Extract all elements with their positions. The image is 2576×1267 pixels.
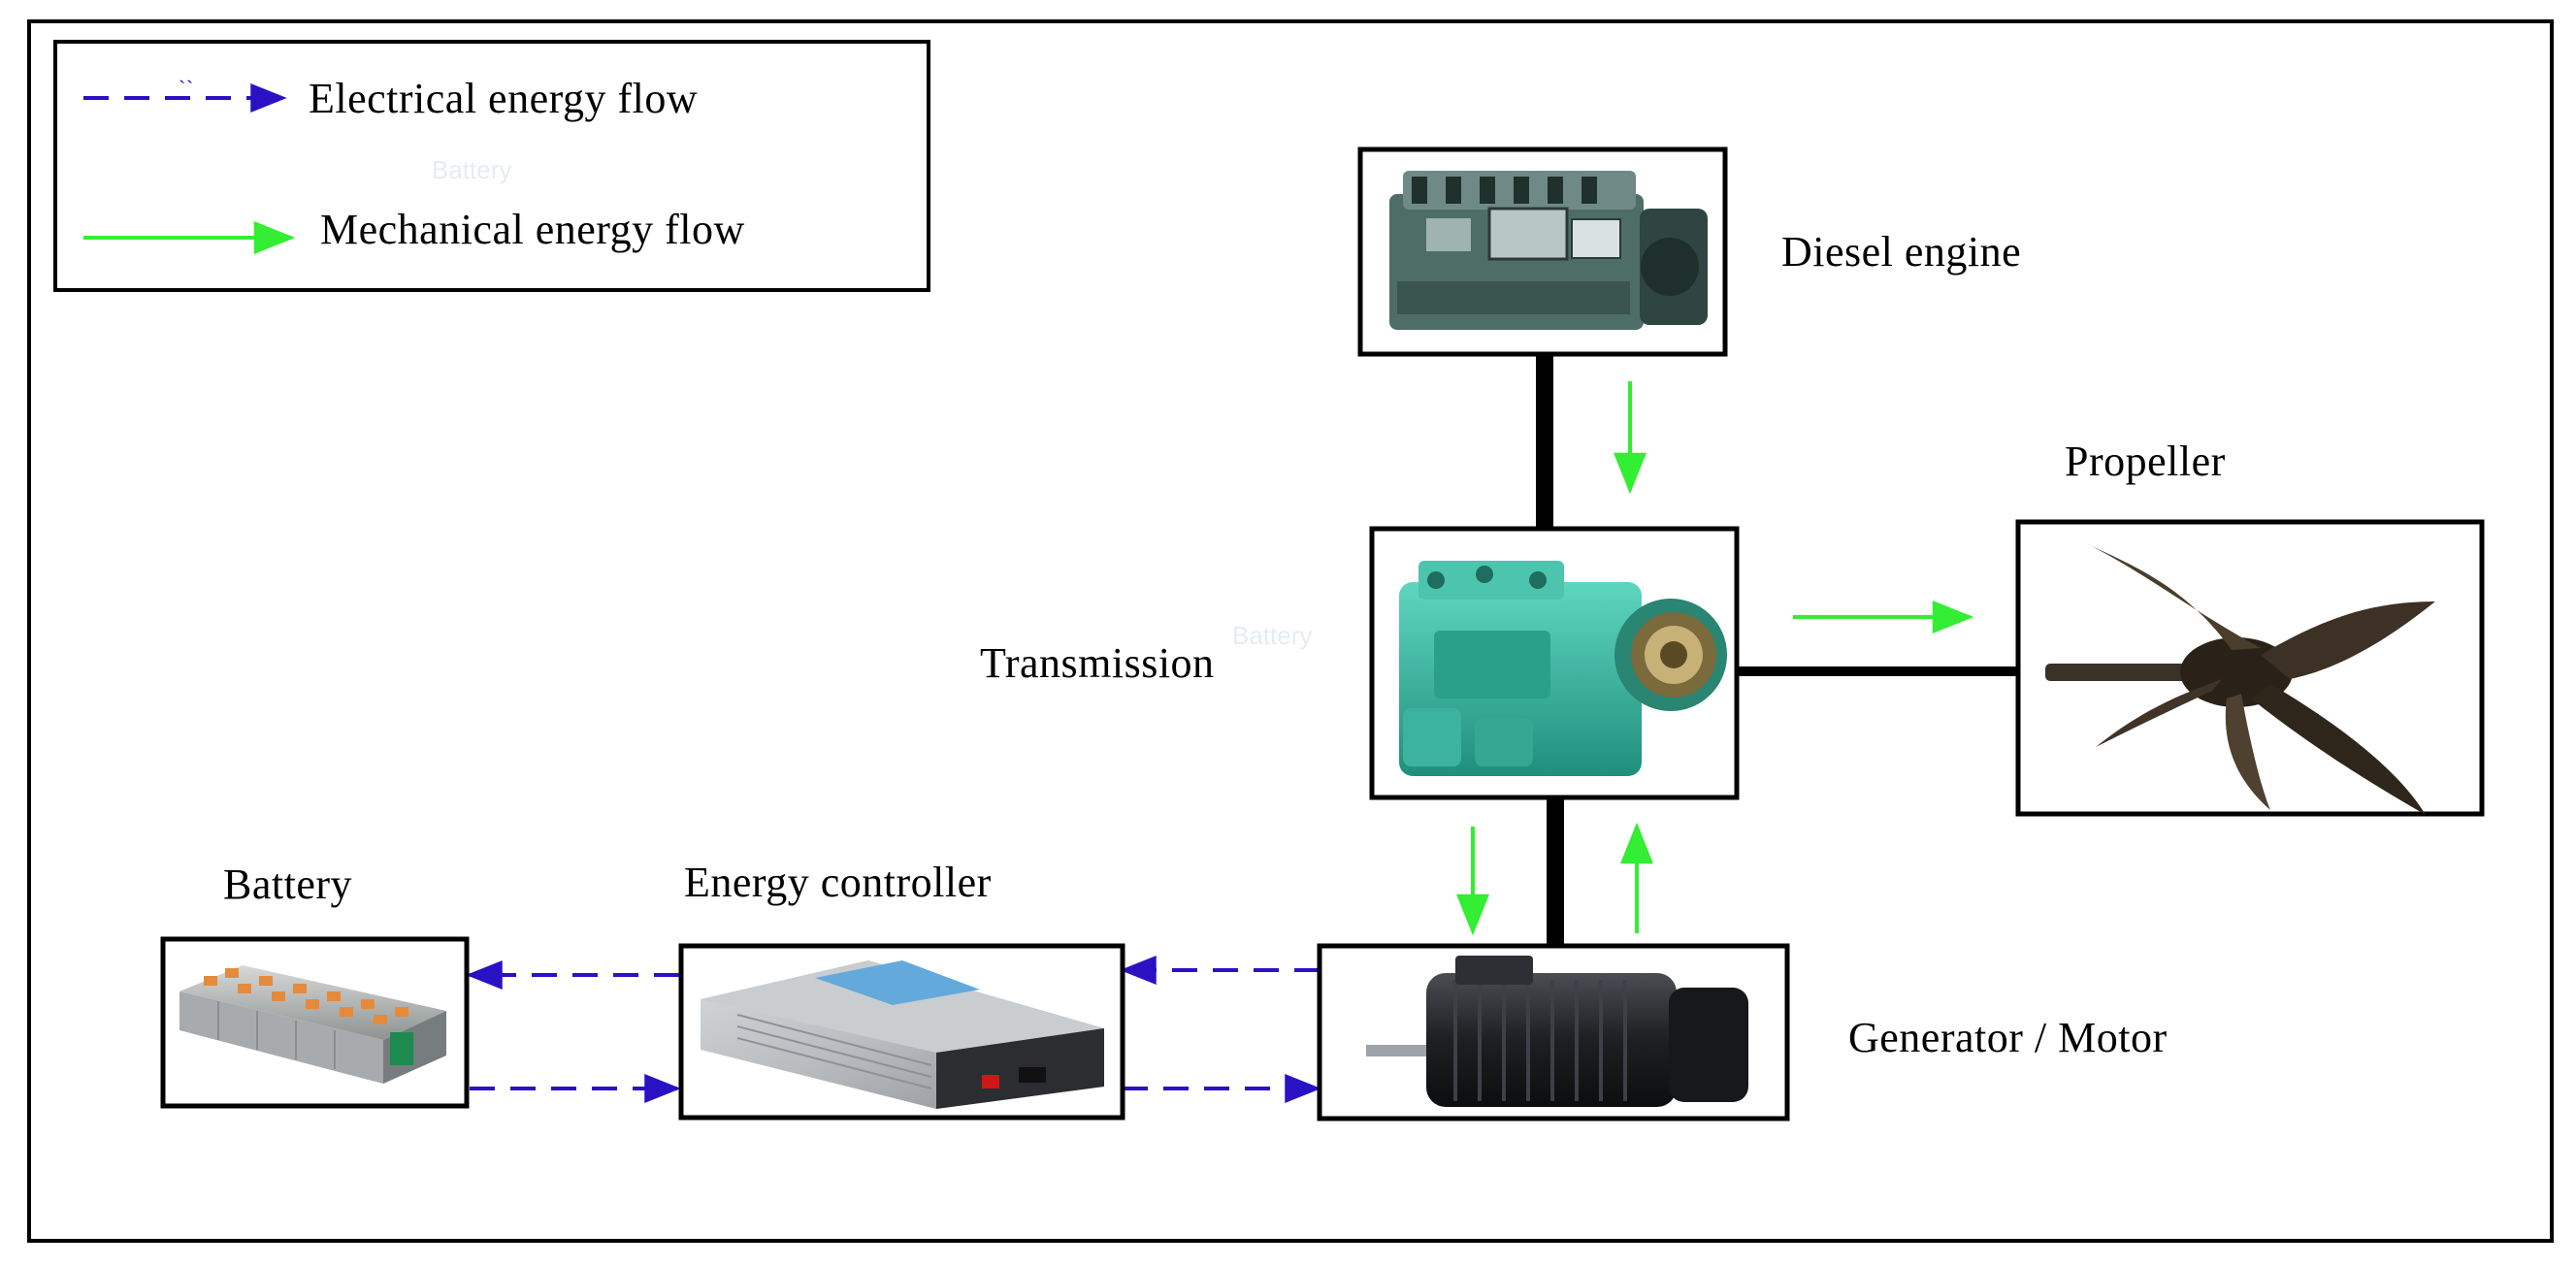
gearbox-icon bbox=[1399, 561, 1727, 776]
propeller-label: Propeller bbox=[2065, 438, 2226, 485]
propeller-box bbox=[2015, 519, 2485, 817]
legend-mechanical-label: Mechanical energy flow bbox=[320, 206, 745, 253]
transmission-ghost-text: Battery bbox=[1232, 621, 1313, 650]
battery-label: Battery bbox=[223, 861, 353, 908]
legend-electrical-marker: `` bbox=[179, 76, 194, 100]
legend-electrical-label: Electrical energy flow bbox=[309, 75, 699, 122]
battery-box bbox=[160, 936, 470, 1109]
generator-motor-box bbox=[1317, 943, 1790, 1121]
engine-icon bbox=[1389, 171, 1708, 330]
propeller-icon bbox=[2045, 543, 2435, 815]
legend-box bbox=[53, 40, 930, 292]
energy-controller-box bbox=[678, 943, 1125, 1121]
battery-pack-icon bbox=[179, 965, 446, 1084]
legend bbox=[53, 40, 930, 292]
generator-motor-label: Generator / Motor bbox=[1848, 1014, 2168, 1061]
outer-frame bbox=[27, 19, 2554, 1243]
transmission-box bbox=[1369, 526, 1740, 800]
inverter-icon bbox=[701, 960, 1104, 1109]
diesel-engine-box bbox=[1357, 146, 1728, 357]
diesel-engine-label: Diesel engine bbox=[1781, 228, 2022, 276]
electric-motor-icon bbox=[1366, 956, 1748, 1107]
legend-ghost-text: Battery bbox=[432, 155, 512, 184]
transmission-label: Transmission bbox=[980, 639, 1215, 687]
energy-controller-label: Energy controller bbox=[684, 859, 992, 906]
